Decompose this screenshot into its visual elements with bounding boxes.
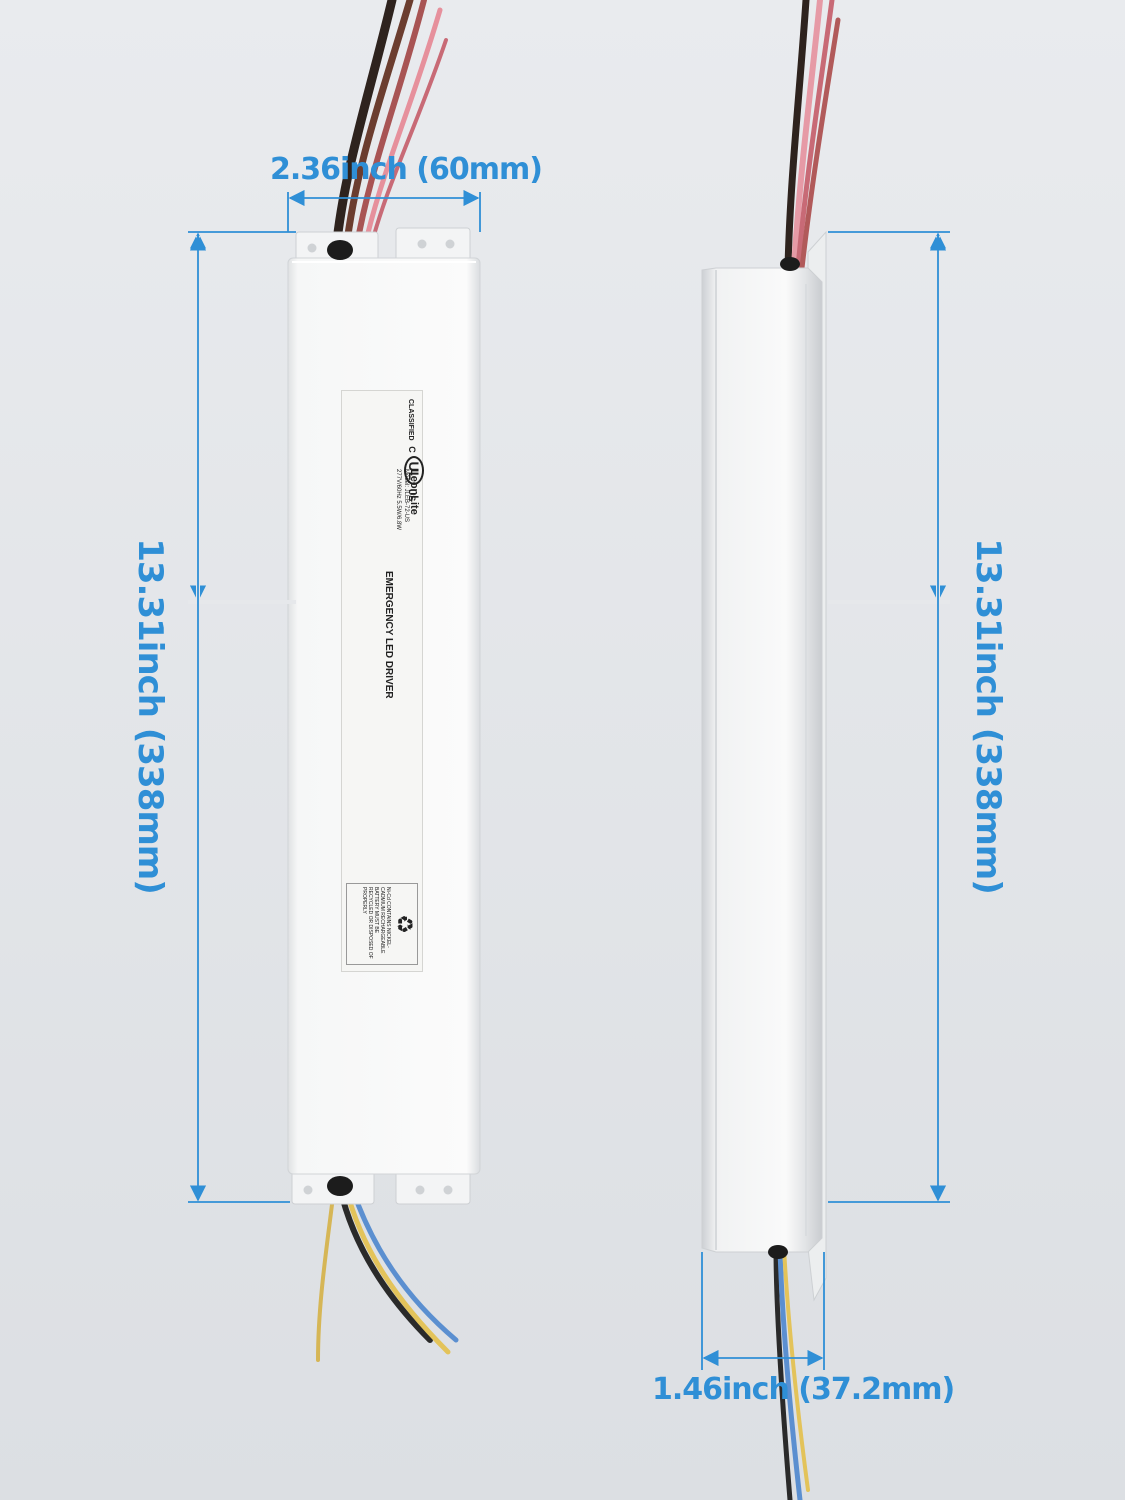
grommet xyxy=(327,240,353,260)
front-width-label: 2.36inch (60mm) xyxy=(270,152,543,187)
front-height-label: 13.31inch (338mm) xyxy=(130,538,170,894)
grommet xyxy=(327,1176,353,1196)
product-label: CLASSIFIED C UL US LeonLite Model: JLEB-… xyxy=(341,390,424,972)
front-bottom-wires xyxy=(316,1185,459,1362)
side-housing xyxy=(701,267,823,1253)
model-rating: 277V/60Hz 5.5W/6.8W xyxy=(395,469,401,531)
recycle-box: ♻ Ni-Cd CONTAINS NICKEL-CADMIUM RECHARGE… xyxy=(346,883,418,965)
side-top-wires xyxy=(784,0,841,272)
side-view-group xyxy=(701,0,841,1500)
brand-logo: LeonLite xyxy=(408,469,420,515)
front-top-wires xyxy=(331,0,448,255)
model-number: Model: JLEB-72-US xyxy=(403,469,409,523)
side-depth-label: 1.46inch (37.2mm) xyxy=(652,1372,955,1407)
label-title: EMERGENCY LED DRIVER xyxy=(383,571,394,699)
side-height-label: 13.31inch (338mm) xyxy=(968,538,1008,894)
recycle-icon: ♻ xyxy=(392,914,417,934)
